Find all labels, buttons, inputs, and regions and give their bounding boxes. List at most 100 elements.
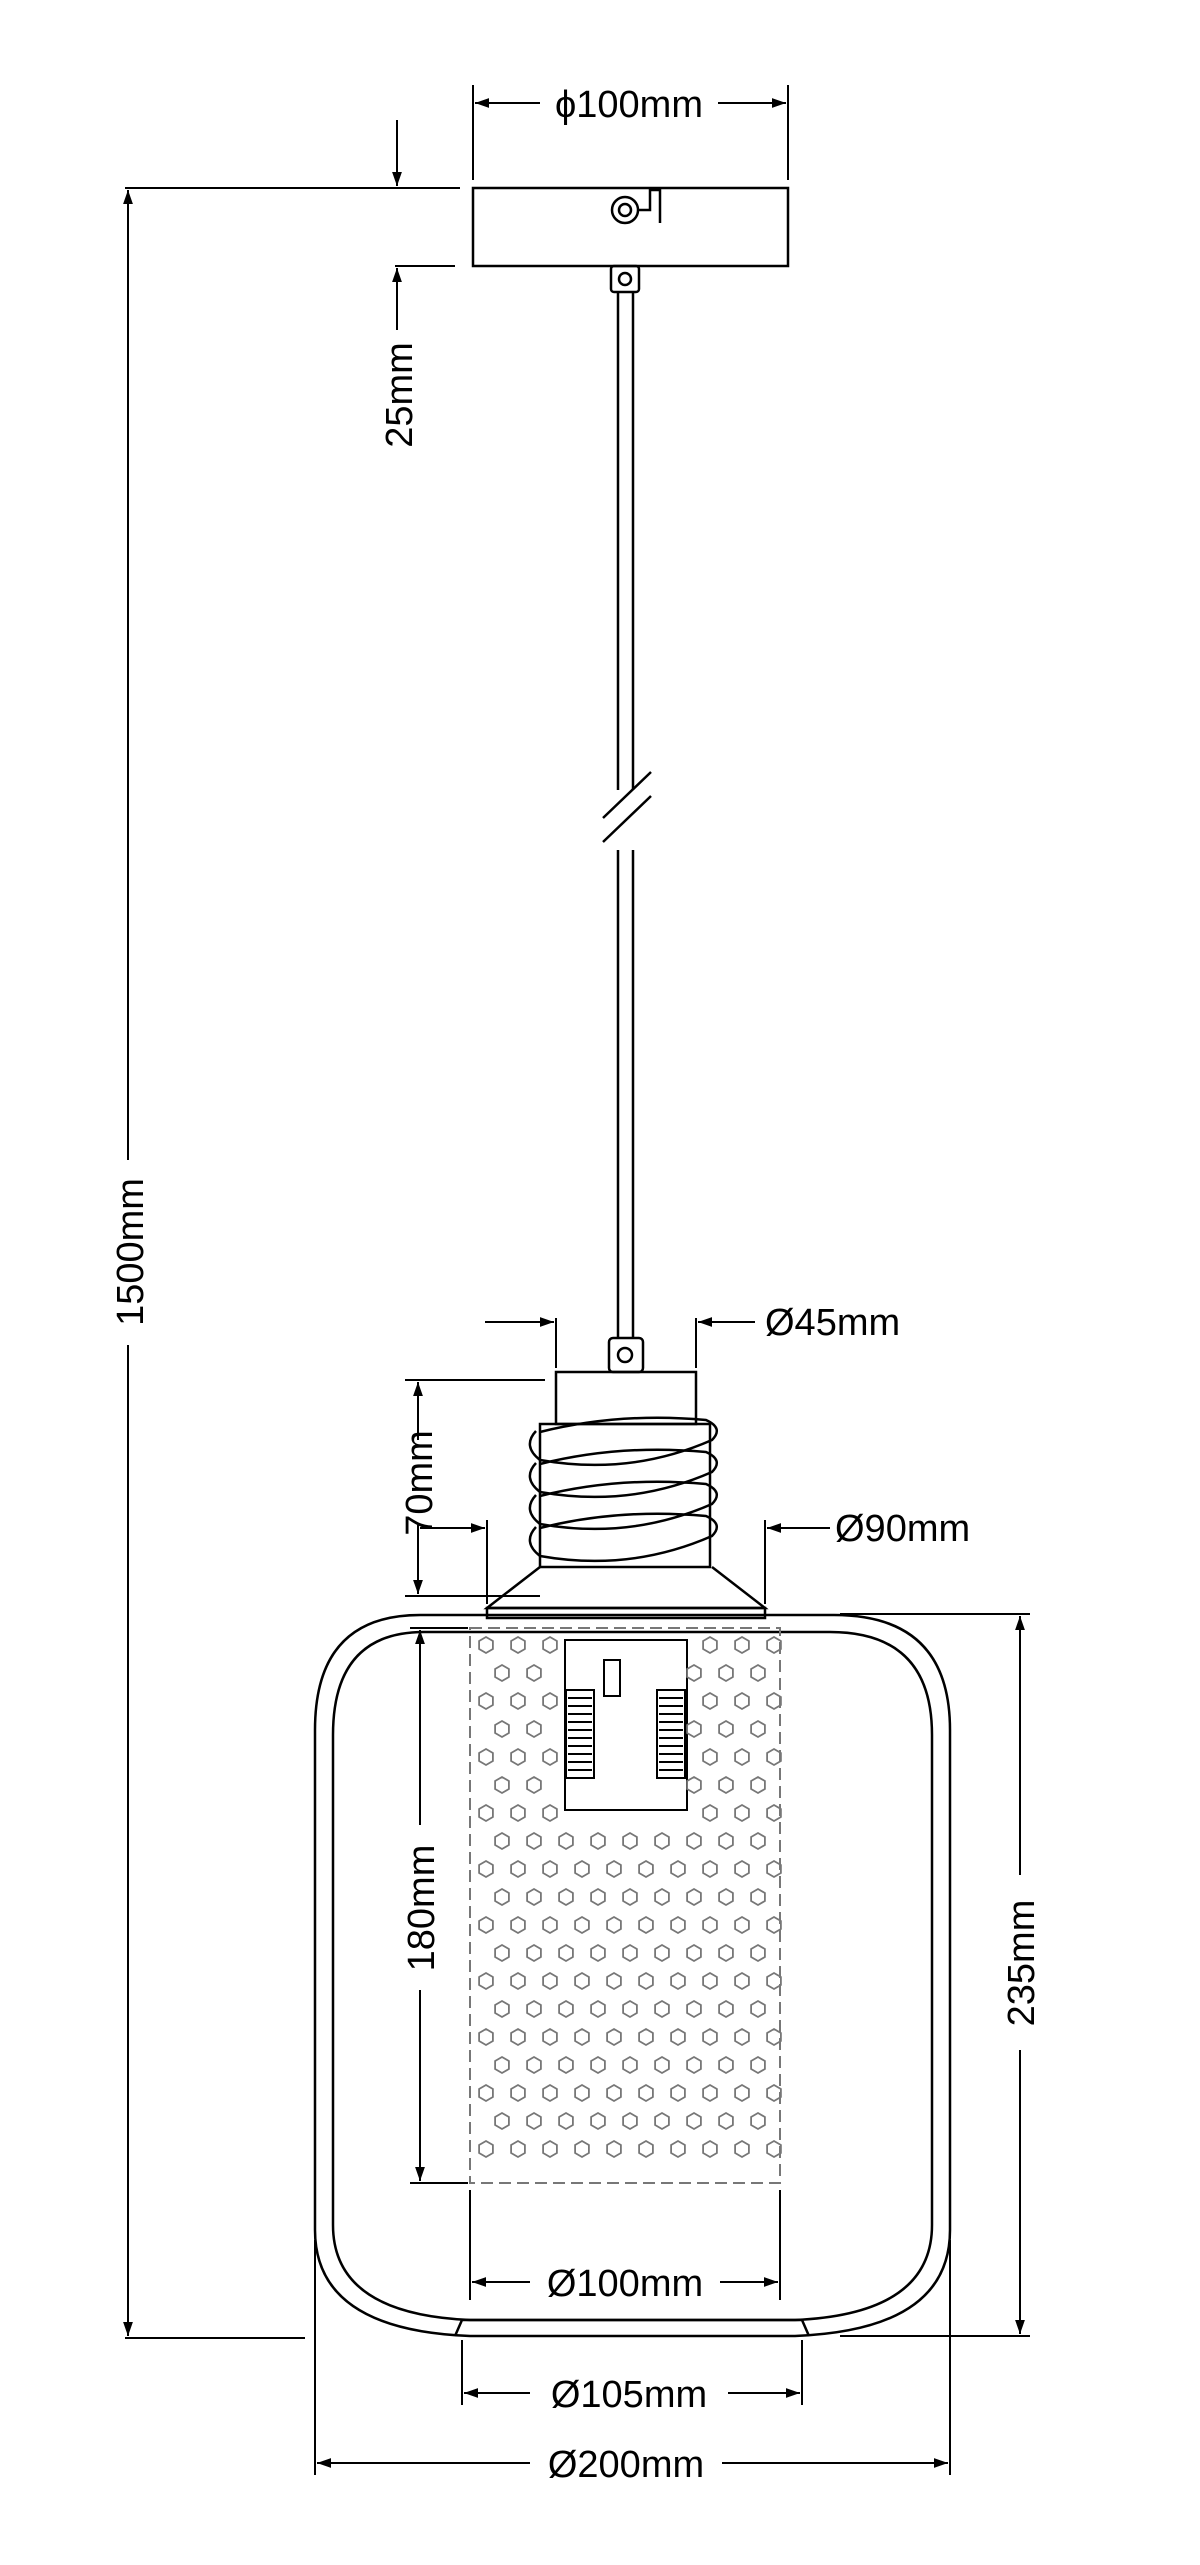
hexagon-perforation <box>766 2027 782 2047</box>
hexagon-perforation <box>574 2139 590 2159</box>
hexagon-perforation <box>590 1943 606 1963</box>
hexagon-perforation <box>510 1803 526 1823</box>
hexagon-perforation <box>478 1747 494 1767</box>
hexagon-perforation <box>510 1915 526 1935</box>
hexagon-perforation <box>702 1915 718 1935</box>
hexagon-perforation <box>526 1943 542 1963</box>
hexagon-perforation <box>654 2055 670 2075</box>
hexagon-perforation <box>494 1831 510 1851</box>
hexagon-perforation <box>638 2139 654 2159</box>
hexagon-perforation <box>702 1691 718 1711</box>
hexagon-perforation <box>510 2027 526 2047</box>
hexagon-perforation <box>686 1831 702 1851</box>
hexagon-perforation <box>750 2111 766 2131</box>
hexagon-perforation <box>510 1635 526 1655</box>
holder-collar <box>483 1566 769 1610</box>
hexagon-perforation <box>542 1747 558 1767</box>
hexagon-perforation <box>734 1747 750 1767</box>
hexagon-perforation <box>750 1831 766 1851</box>
hexagon-perforation <box>606 1915 622 1935</box>
suspension-cable <box>602 292 652 1338</box>
hexagon-perforation <box>510 1691 526 1711</box>
hexagon-perforation <box>718 1887 734 1907</box>
hexagon-perforation <box>734 1803 750 1823</box>
hexagon-perforation <box>702 2139 718 2159</box>
hexagon-perforation <box>510 2083 526 2103</box>
hexagon-perforation <box>494 1999 510 2019</box>
hexagon-perforations <box>478 1635 782 2159</box>
hexagon-perforation <box>478 1691 494 1711</box>
hexagon-perforation <box>478 1859 494 1879</box>
hexagon-perforation <box>750 1887 766 1907</box>
hexagon-perforation <box>686 1663 702 1683</box>
hexagon-perforation <box>718 1775 734 1795</box>
dimension-labels: ϕ100mm 25mm 1500mm Ø45mm 70mm Ø90mm 180m… <box>110 84 1043 2486</box>
hexagon-perforation <box>590 1999 606 2019</box>
hexagon-perforation <box>542 1635 558 1655</box>
ceiling-canopy <box>471 186 790 294</box>
hexagon-perforation <box>478 1971 494 1991</box>
hexagon-perforation <box>558 1887 574 1907</box>
hexagon-perforation <box>766 1691 782 1711</box>
hexagon-perforation <box>526 2111 542 2131</box>
hexagon-perforation <box>686 1719 702 1739</box>
holder-spiral <box>528 1416 719 1563</box>
hexagon-perforation <box>606 2139 622 2159</box>
hexagon-perforation <box>718 2111 734 2131</box>
hexagon-perforation <box>574 1915 590 1935</box>
hexagon-perforation <box>542 1691 558 1711</box>
hexagon-perforation <box>558 2055 574 2075</box>
hexagon-perforation <box>686 2055 702 2075</box>
hexagon-perforation <box>622 1887 638 1907</box>
total-height-label: 1500mm <box>110 1178 152 1326</box>
hexagon-perforation <box>526 1999 542 2019</box>
hexagon-perforation <box>606 1859 622 1879</box>
hexagon-perforation <box>702 2083 718 2103</box>
hexagon-perforation <box>574 1971 590 1991</box>
cable-break-mark <box>602 771 652 843</box>
hexagon-perforation <box>494 2111 510 2131</box>
hexagon-perforation <box>542 1803 558 1823</box>
hexagon-perforation <box>542 2083 558 2103</box>
hexagon-perforation <box>638 2083 654 2103</box>
hexagon-perforation <box>718 1943 734 1963</box>
hexagon-perforation <box>766 1803 782 1823</box>
hexagon-perforation <box>622 1831 638 1851</box>
hexagon-perforation <box>574 2083 590 2103</box>
lamp-holder <box>483 1336 769 1620</box>
hexagon-perforation <box>670 1915 686 1935</box>
hexagon-perforation <box>478 2139 494 2159</box>
holder-height-label: 70mm <box>399 1430 441 1536</box>
hexagon-perforation <box>606 2083 622 2103</box>
hexagon-perforation <box>542 2139 558 2159</box>
hexagon-perforation <box>702 1803 718 1823</box>
hexagon-perforation <box>750 1943 766 1963</box>
hexagon-perforation <box>638 1915 654 1935</box>
inner-shade-diameter-label: Ø100mm <box>547 2263 703 2305</box>
inner-shade-height-label: 180mm <box>401 1845 443 1972</box>
hexagon-perforation <box>526 2055 542 2075</box>
dimension-lines <box>123 85 1030 2475</box>
hexagon-perforation <box>590 1831 606 1851</box>
hexagon-perforation <box>734 1971 750 1991</box>
hexagon-perforation <box>654 2111 670 2131</box>
hexagon-perforation <box>494 2055 510 2075</box>
hexagon-perforation <box>542 2027 558 2047</box>
hexagon-perforation <box>686 1887 702 1907</box>
hexagon-perforation <box>734 2083 750 2103</box>
hexagon-perforation <box>478 1803 494 1823</box>
hexagon-perforation <box>606 2027 622 2047</box>
hexagon-perforation <box>494 1719 510 1739</box>
hexagon-perforation <box>750 1719 766 1739</box>
hexagon-perforation <box>750 2055 766 2075</box>
inner-perforated-shade <box>469 1627 782 2184</box>
hexagon-perforation <box>494 1943 510 1963</box>
hexagon-perforation <box>478 2027 494 2047</box>
hexagon-perforation <box>734 1635 750 1655</box>
hexagon-perforation <box>686 1943 702 1963</box>
hexagon-perforation <box>734 2027 750 2047</box>
hexagon-perforation <box>734 2139 750 2159</box>
hexagon-perforation <box>654 1999 670 2019</box>
hexagon-perforation <box>510 1971 526 1991</box>
